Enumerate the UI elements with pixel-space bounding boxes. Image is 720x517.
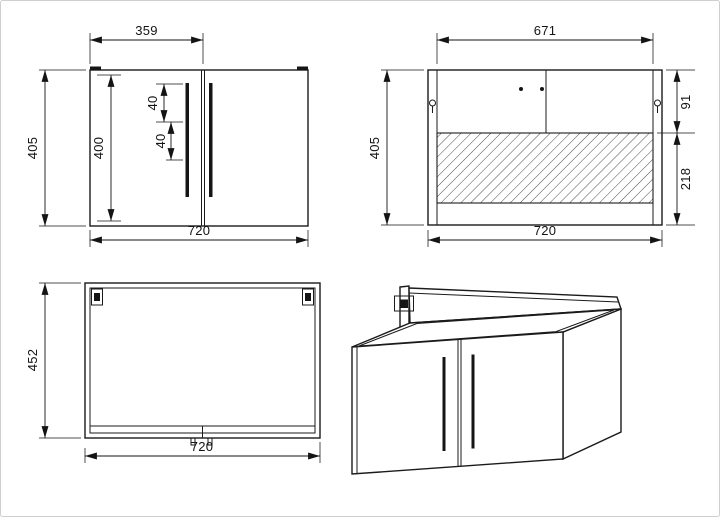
dim-text-front-handle-b: 40 [153,133,168,148]
hanger-bracket-right [654,99,661,113]
dim-front-handle-a: 40 [145,83,183,123]
hatch-opening [436,132,654,204]
corner-bracket-right [302,288,314,306]
door-handle-left [185,83,189,197]
dim-front-height: 405 [25,69,86,227]
dim-back-width: 720 [427,223,663,247]
3d-handle-left [442,357,446,451]
top-view: 452 720 [25,282,321,463]
dim-front-handle-b: 40 [153,122,183,161]
3d-top-opening [358,309,615,347]
perspective-view [351,285,622,475]
dim-text-top-width: 720 [191,439,214,454]
dim-text-front-inner-height: 400 [91,137,106,160]
front-view: 359 405 400 40 40 [25,23,309,247]
door-gap [201,70,205,226]
dim-top-depth: 452 [25,282,81,439]
front-cabinet-outline [89,69,309,227]
dim-text-front-height: 405 [25,137,40,160]
dim-back-top-section: 91 [657,69,695,134]
3d-side-face [562,307,622,461]
3d-handle-right [471,354,475,449]
dim-text-top-depth: 452 [25,349,40,372]
handle-screw-holes [519,87,544,91]
wall-bracket-right [297,66,308,70]
door-handle-right [209,83,213,197]
dim-text-back-inner-width: 671 [534,23,557,38]
dim-text-back-width: 720 [534,223,557,238]
dim-front-partial-width: 359 [89,23,204,64]
dim-text-front-width: 720 [188,223,211,238]
corner-bracket-left [91,288,103,306]
3d-back-rail-edge [408,292,619,303]
top-outline [84,282,321,439]
dim-back-opening-section: 218 [666,133,695,226]
3d-mount-bracket [394,295,414,312]
dim-text-front-partial-width: 359 [135,23,158,38]
dim-front-inner-height: 400 [91,74,121,222]
dim-back-inner-width: 671 [436,23,654,64]
dim-text-back-top-section: 91 [678,94,693,109]
hanger-bracket-left [429,99,436,113]
dim-text-back-opening-section: 218 [678,168,693,191]
3d-door-gap [457,339,462,467]
dim-front-width: 720 [89,223,309,247]
wall-bracket-left [90,66,101,70]
dim-text-back-height: 405 [367,137,382,160]
dim-text-front-handle-a: 40 [145,95,160,110]
dim-top-width: 720 [84,439,321,463]
back-view: 671 405 91 218 720 [367,23,695,247]
dim-back-height: 405 [367,69,424,226]
top-handle-marks [190,437,213,446]
